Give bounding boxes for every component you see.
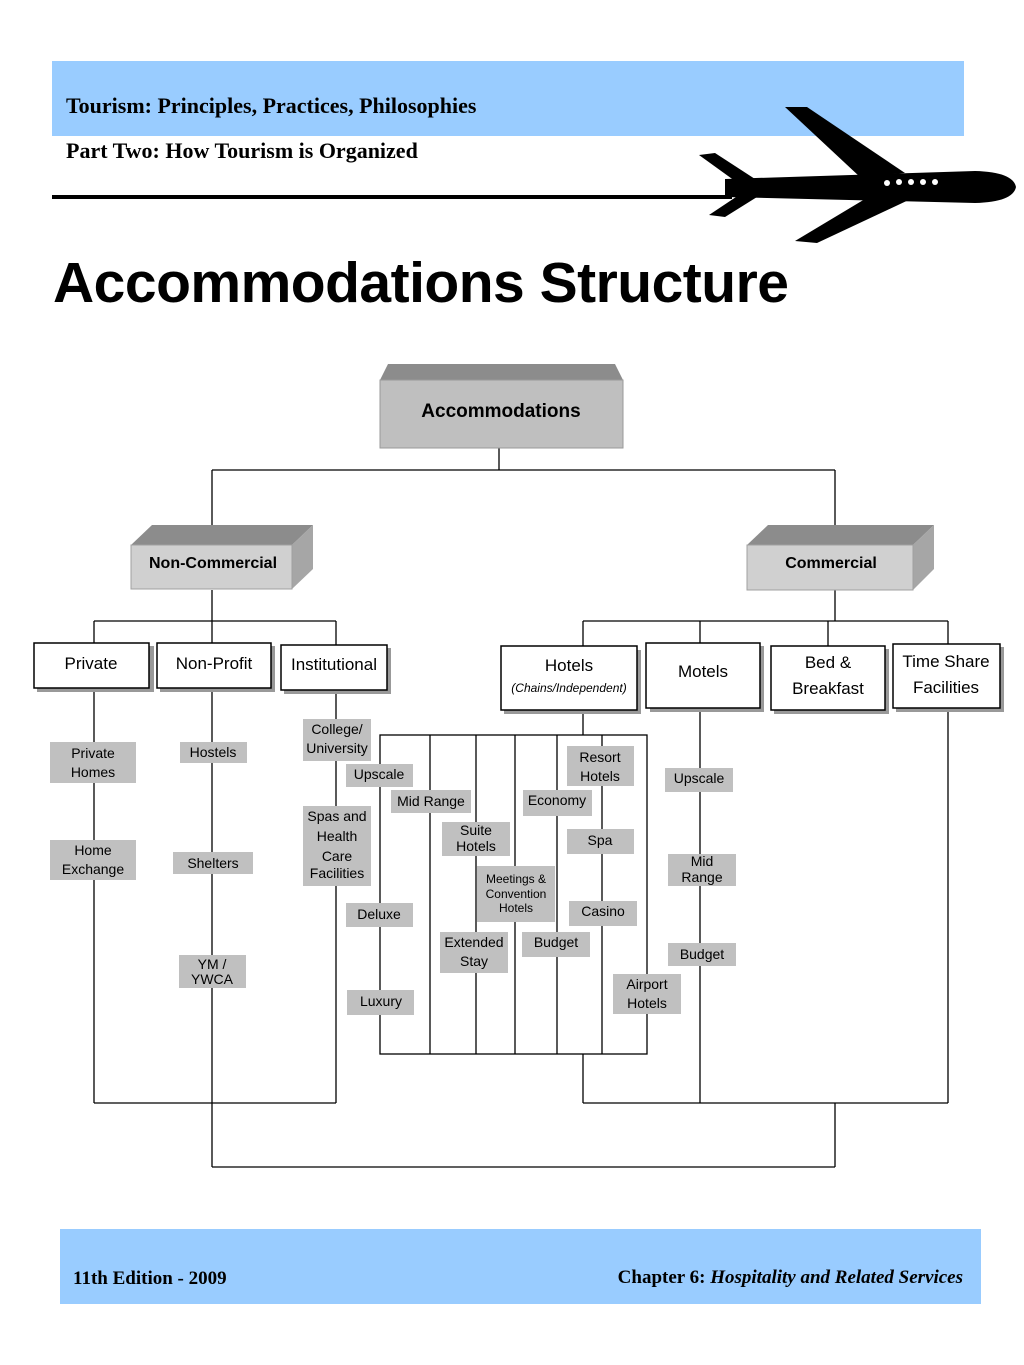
leaf-text: Upscale xyxy=(354,766,405,782)
leaf-text: Mid Range xyxy=(397,793,465,809)
non-profit-label: Non-Profit xyxy=(176,654,253,673)
accommodations-label: Accommodations xyxy=(421,401,580,422)
bnb-label-line2: Breakfast xyxy=(792,679,864,698)
private-label: Private xyxy=(65,654,118,673)
leaf-text: Mid xyxy=(691,853,714,869)
leaf-text: Economy xyxy=(528,792,586,808)
leaf-spas-health: Spas and Health Care Facilities xyxy=(303,806,371,886)
leaf-hotel-upscale: Upscale xyxy=(346,764,413,787)
bed-breakfast-box: Bed & Breakfast xyxy=(770,645,889,714)
leaf-motel-budget: Budget xyxy=(668,943,736,966)
leaf-private-homes: Private Homes xyxy=(50,742,136,783)
leaf-text: College/ xyxy=(311,721,362,737)
page-title: Accommodations Structure xyxy=(53,251,789,315)
part-title: Part Two: How Tourism is Organized xyxy=(66,138,418,163)
leaf-economy: Economy xyxy=(523,790,592,816)
hotels-label: Hotels xyxy=(545,656,593,675)
bnb-label-line1: Bed & xyxy=(805,653,852,672)
leaf-text: Homes xyxy=(71,764,115,780)
leaf-text: Deluxe xyxy=(357,906,401,922)
leaf-suite-hotels: Suite Hotels xyxy=(442,822,510,856)
chapter-title: Hospitality and Related Services xyxy=(710,1267,963,1288)
leaf-resort-hotels: Resort Hotels xyxy=(567,746,634,786)
leaf-spa: Spa xyxy=(567,829,634,854)
leaf-text: Suite xyxy=(460,822,492,838)
leaf-text: Luxury xyxy=(360,993,402,1009)
book-title: Tourism: Principles, Practices, Philosop… xyxy=(66,93,477,118)
time-share-box: Time Share Facilities xyxy=(892,643,1004,712)
leaf-text: University xyxy=(306,740,367,756)
leaf-text: Facilities xyxy=(310,865,364,881)
leaf-casino: Casino xyxy=(569,901,637,926)
leaf-text: Budget xyxy=(534,934,578,950)
leaf-airport-hotels: Airport Hotels xyxy=(613,974,681,1014)
leaf-hotel-budget: Budget xyxy=(522,932,590,957)
leaf-text: Hotels xyxy=(499,901,533,915)
timeshare-label-line1: Time Share xyxy=(902,652,989,671)
leaf-text: Range xyxy=(681,869,722,885)
leaf-text: Exchange xyxy=(62,861,124,877)
commercial-label: Commercial xyxy=(785,555,877,572)
leaf-college: College/ University xyxy=(303,719,371,761)
leaf-motel-upscale: Upscale xyxy=(665,768,733,792)
leaf-hotel-midrange: Mid Range xyxy=(391,790,471,813)
leaf-text: Airport xyxy=(626,976,667,992)
chapter-prefix: Chapter 6: xyxy=(617,1267,711,1288)
leaf-text: Hotels xyxy=(580,768,620,784)
leaf-text: Meetings & xyxy=(486,872,546,886)
leaf-text: Hotels xyxy=(627,995,667,1011)
non-commercial-label: Non-Commercial xyxy=(149,555,277,572)
leaf-text: YWCA xyxy=(191,971,234,987)
leaf-text: Casino xyxy=(581,903,625,919)
non-commercial-box: Non-Commercial xyxy=(130,525,313,590)
timeshare-label-line2: Facilities xyxy=(913,678,979,697)
leaf-text: Resort xyxy=(579,749,620,765)
leaf-text: Home xyxy=(74,842,112,858)
leaf-ymca: YM / YWCA xyxy=(179,955,246,988)
institutional-label: Institutional xyxy=(291,655,377,674)
leaf-text: Spa xyxy=(588,832,613,848)
private-box: Private xyxy=(33,642,154,692)
motels-box: Motels xyxy=(645,642,764,712)
leaf-text: YM / xyxy=(198,956,227,972)
leaf-home-exchange: Home Exchange xyxy=(50,840,136,880)
footer-band xyxy=(60,1229,981,1304)
leaf-text: Shelters xyxy=(187,855,238,871)
accommodations-box: Accommodations xyxy=(379,364,624,449)
leaf-text: Hotels xyxy=(456,838,496,854)
leaf-text: Health xyxy=(317,828,357,844)
motels-label: Motels xyxy=(678,662,728,681)
leaf-text: Care xyxy=(322,848,353,864)
leaf-text: Extended xyxy=(444,934,503,950)
leaf-text: Private xyxy=(71,745,115,761)
hotels-box: Hotels (Chains/Independent) xyxy=(500,645,641,714)
leaf-text: Budget xyxy=(680,946,724,962)
leaf-hotel-luxury: Luxury xyxy=(347,990,414,1015)
airplane-icon xyxy=(699,107,1016,243)
institutional-box: Institutional xyxy=(280,644,391,694)
edition-label: 11th Edition - 2009 xyxy=(73,1268,227,1289)
header-divider xyxy=(52,195,732,199)
leaf-text: Upscale xyxy=(674,770,725,786)
hotels-note: (Chains/Independent) xyxy=(511,681,626,695)
leaf-text: Stay xyxy=(460,953,488,969)
leaf-text: Hostels xyxy=(190,744,237,760)
non-profit-box: Non-Profit xyxy=(156,642,275,692)
leaf-motel-midrange: Mid Range xyxy=(668,853,736,886)
leaf-shelters: Shelters xyxy=(173,852,253,874)
chapter-label: Chapter 6: Hospitality and Related Servi… xyxy=(618,1267,963,1289)
leaf-meetings-convention: Meetings & Convention Hotels xyxy=(477,866,555,922)
leaf-text: Spas and xyxy=(307,808,366,824)
leaf-extended-stay: Extended Stay xyxy=(440,932,508,973)
leaf-hotel-deluxe: Deluxe xyxy=(346,903,413,927)
leaf-text: Convention xyxy=(486,887,547,901)
commercial-box: Commercial xyxy=(746,525,934,591)
leaf-hostels: Hostels xyxy=(180,742,247,763)
